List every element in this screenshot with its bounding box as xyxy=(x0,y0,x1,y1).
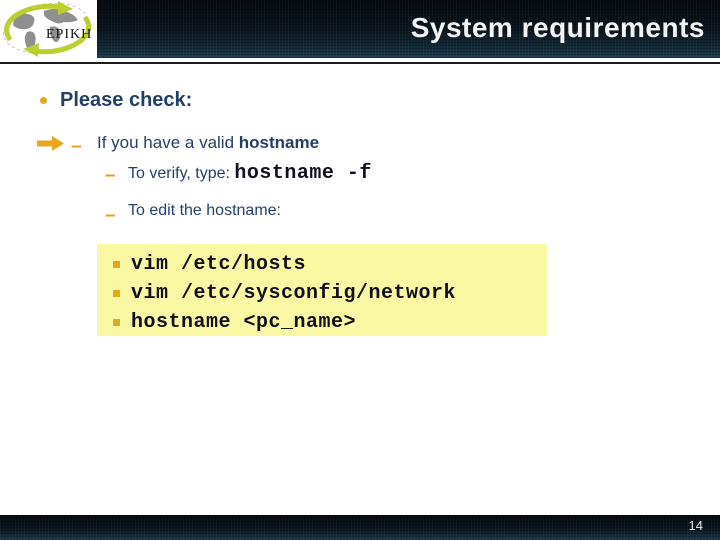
heading-please-check: Please check: xyxy=(60,89,193,111)
command-row: vim /etc/hosts xyxy=(113,250,547,279)
command-row: hostname <pc_name> xyxy=(113,308,547,337)
line-edit-hostname: To edit the hostname: xyxy=(128,202,281,219)
globe-logo-icon: EPIKH xyxy=(3,1,92,57)
dash-marker: – xyxy=(105,165,116,186)
dash-marker: – xyxy=(71,136,82,157)
command-row: vim /etc/sysconfig/network xyxy=(113,279,547,308)
page-number: 14 xyxy=(688,518,703,533)
command-vim-hosts: vim /etc/hosts xyxy=(131,253,307,276)
header-divider xyxy=(0,62,720,64)
dash-marker: – xyxy=(105,205,116,226)
command-vim-network: vim /etc/sysconfig/network xyxy=(131,282,457,305)
command-hostname-set: hostname <pc_name> xyxy=(131,311,357,334)
epikh-logo: EPIKH xyxy=(0,0,97,58)
hostname-f-command: hostname -f xyxy=(234,162,372,185)
line-valid-hostname: If you have a valid hostname xyxy=(97,133,319,153)
square-bullet-icon xyxy=(113,290,120,297)
slide-header: System requirements xyxy=(0,0,720,58)
page-title: System requirements xyxy=(410,12,705,43)
line-verify: To verify, type: hostname -f xyxy=(128,160,372,188)
square-bullet-icon xyxy=(113,261,120,268)
hostname-keyword: hostname xyxy=(238,133,320,152)
logo-text: EPIKH xyxy=(46,27,92,42)
line-valid-hostname-text: If you have a valid xyxy=(97,133,239,152)
command-box: vim /etc/hosts vim /etc/sysconfig/networ… xyxy=(97,244,547,336)
line-verify-text: To verify, type: xyxy=(128,165,235,182)
square-bullet-icon xyxy=(113,319,120,326)
bullet-dot-icon xyxy=(40,97,47,104)
pointer-arrow-icon xyxy=(37,136,64,151)
slide-footer xyxy=(0,515,720,540)
